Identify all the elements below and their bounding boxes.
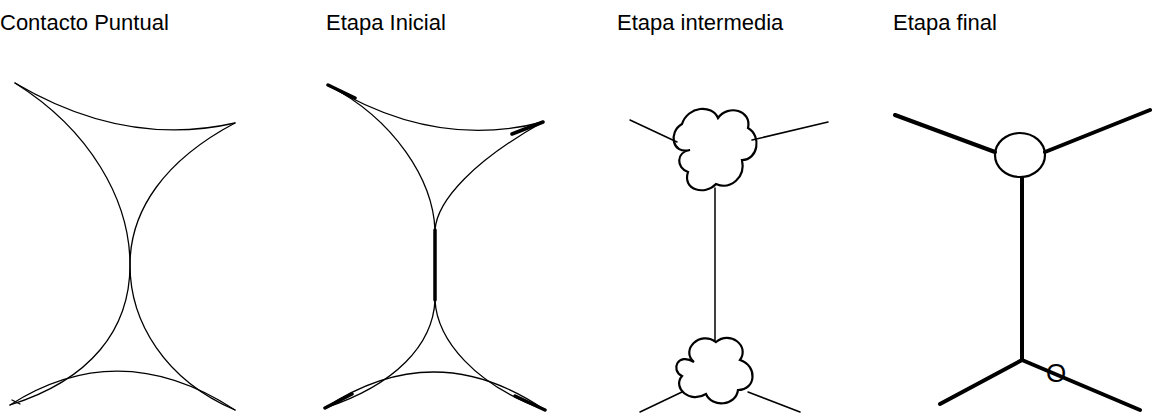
stage-title: Etapa final bbox=[893, 10, 997, 36]
pore-label: O bbox=[1046, 360, 1066, 386]
stage-title: Etapa intermedia bbox=[617, 10, 783, 36]
final-stage-network bbox=[895, 110, 1150, 410]
initial-stage-particles bbox=[325, 85, 545, 410]
stage-title: Etapa Inicial bbox=[326, 10, 446, 36]
point-contact-particles bbox=[10, 83, 235, 410]
stage-title: Contacto Puntual bbox=[0, 10, 169, 36]
intermediate-stage-network bbox=[630, 109, 828, 412]
